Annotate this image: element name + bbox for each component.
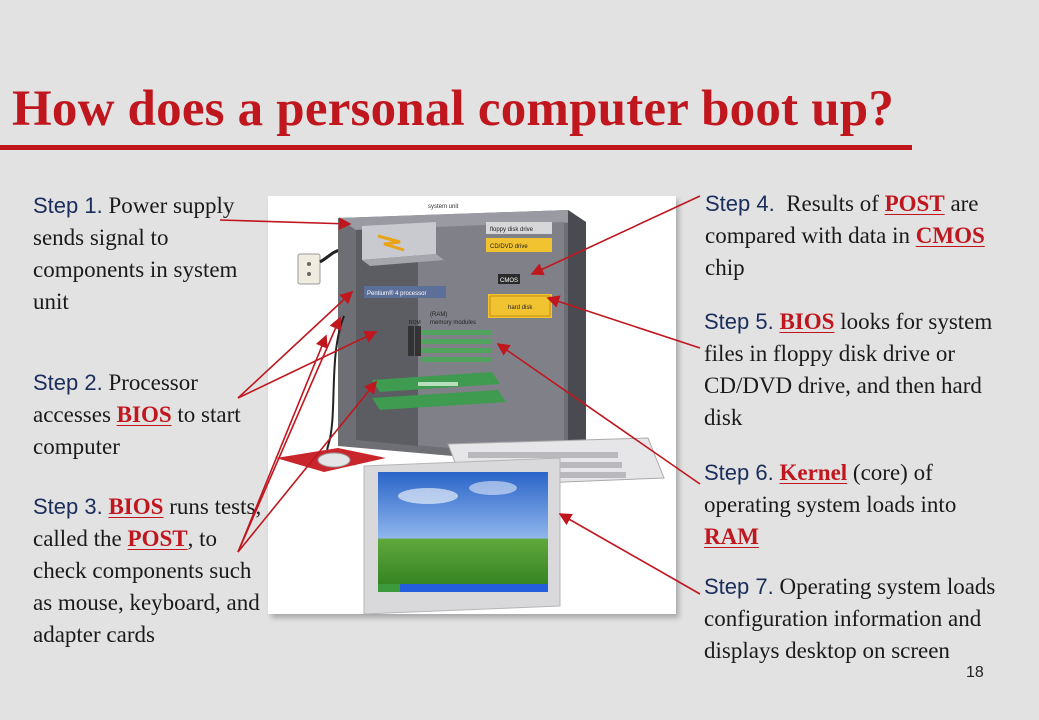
page-number: 18 <box>966 664 984 681</box>
step-3-text-a: runs tests, called the <box>33 494 262 551</box>
step-2-label: Step 2. <box>33 370 103 395</box>
label-ram-2: memory modules <box>430 320 476 326</box>
keyword-bios: BIOS <box>108 494 164 519</box>
desktop-wallpaper <box>378 472 548 592</box>
step-7: Step 7. Operating system loads configura… <box>704 571 1000 667</box>
computer-illustration-svg: system unit floppy disk drive CD/DVD dri… <box>276 204 665 614</box>
title-underline <box>0 145 912 150</box>
step-4-text-c: chip <box>705 255 745 280</box>
hard-disk: hard disk <box>488 294 552 318</box>
step-2-text-a: Processor accesses <box>33 370 198 427</box>
computer-illustration: system unit floppy disk drive CD/DVD dri… <box>268 196 676 614</box>
slide-title: How does a personal computer boot up? <box>12 81 895 137</box>
monitor <box>363 457 561 614</box>
step-2-text-b: to start computer <box>33 402 241 459</box>
keyword-ram: RAM <box>704 524 759 549</box>
cd-dvd-drive: CD/DVD drive <box>486 238 552 252</box>
step-2: Step 2. Processor accesses BIOS to start… <box>33 367 265 463</box>
step-6-text: (core) of operating system loads into <box>704 460 957 517</box>
step-7-label: Step 7. <box>704 574 774 599</box>
step-5-label: Step 5. <box>704 309 774 334</box>
keyword-post: POST <box>884 191 945 216</box>
step-1: Step 1. Power supply sends signal to com… <box>33 190 265 318</box>
ram-modules <box>422 330 492 362</box>
adapter-cards <box>372 372 506 410</box>
label-cmos: CMOS <box>500 278 518 284</box>
step-7-text: Operating system loads configuration inf… <box>704 574 996 663</box>
step-4-text-a: Results of <box>786 191 885 216</box>
step-5-text: looks for system files in floppy disk dr… <box>704 309 993 430</box>
step-4-text-b: are compared with data in <box>705 191 979 248</box>
step-3-label: Step 3. <box>33 494 103 519</box>
keyword-bios: BIOS <box>116 402 172 427</box>
power-supply <box>362 222 444 266</box>
taskbar <box>378 584 548 592</box>
label-cddvd: CD/DVD drive <box>490 244 528 250</box>
floppy-drive: floppy disk drive <box>486 222 552 234</box>
label-ram-1: (RAM) <box>430 312 447 318</box>
step-6: Step 6. Kernel (core) of operating syste… <box>704 457 1014 553</box>
start-button-icon <box>378 584 400 592</box>
processor: Pentium® 4 processor <box>364 286 446 298</box>
label-hard-disk: hard disk <box>508 305 533 311</box>
label-processor: Pentium® 4 processor <box>367 290 426 297</box>
keyword-post: POST <box>127 526 188 551</box>
wall-outlet-icon <box>297 253 321 285</box>
keyword-kernel: Kernel <box>779 460 848 485</box>
keyword-cmos: CMOS <box>915 223 985 248</box>
step-1-label: Step 1. <box>33 193 103 218</box>
label-floppy: floppy disk drive <box>490 227 534 233</box>
label-rom: ROM <box>409 320 421 326</box>
label-system-unit: system unit <box>428 204 459 210</box>
rom-chips: ROM <box>408 320 421 356</box>
cmos-chip: CMOS <box>498 274 520 284</box>
step-1-text: Power supply sends signal to components … <box>33 193 238 314</box>
step-3-text-b: , to check components such as mouse, key… <box>33 526 260 647</box>
step-6-label: Step 6. <box>704 460 774 485</box>
step-4-label: Step 4. <box>705 191 775 216</box>
step-3: Step 3. BIOS runs tests, called the POST… <box>33 491 263 651</box>
step-4: Step 4. Results of POST are compared wit… <box>705 188 1005 284</box>
step-5: Step 5. BIOS looks for system files in f… <box>704 306 1004 434</box>
keyword-bios: BIOS <box>779 309 835 334</box>
